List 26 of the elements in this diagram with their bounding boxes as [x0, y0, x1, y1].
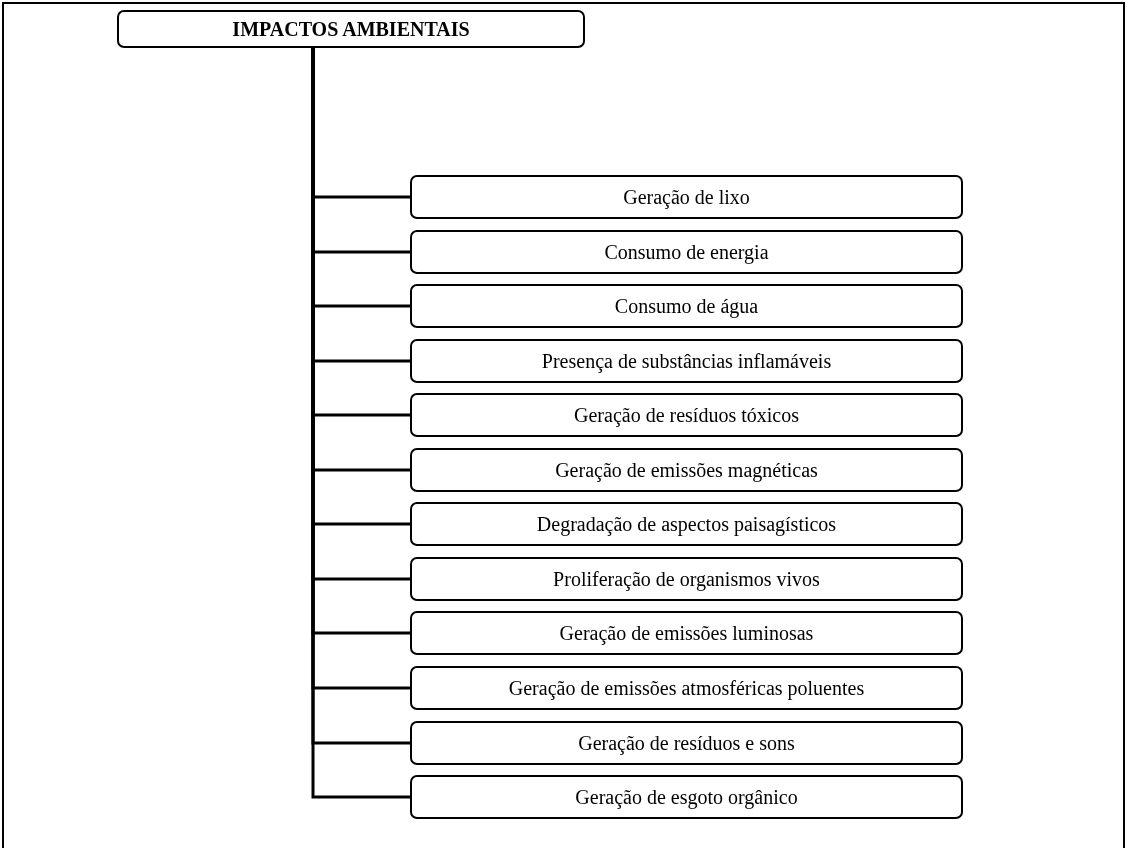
box-label: Geração de emissões atmosféricas poluentes — [508, 676, 865, 700]
category-box — [410, 666, 963, 710]
category-box — [410, 611, 963, 655]
category-box — [410, 448, 963, 492]
box-label: Consumo de energia — [604, 240, 769, 264]
category-box — [410, 230, 963, 274]
category-box — [410, 557, 963, 601]
category-box — [410, 175, 963, 219]
box-label: Geração de resíduos tóxicos — [574, 403, 799, 427]
category-box — [410, 393, 963, 437]
box-label: Consumo de água — [614, 294, 759, 318]
box-label: Geração de resíduos e sons — [578, 731, 795, 755]
box-label: Geração de emissões magnéticas — [555, 458, 818, 482]
category-box — [410, 339, 963, 383]
heading-text: IMPACTOS AMBIENTAIS — [232, 17, 470, 41]
category-box — [410, 502, 963, 546]
category-box — [410, 284, 963, 328]
box-label: Proliferação de organismos vivos — [553, 567, 820, 591]
title-box — [117, 10, 585, 48]
category-box — [410, 775, 963, 819]
box-label: Geração de emissões luminosas — [559, 621, 814, 645]
box-label: Geração de esgoto orgânico — [575, 785, 798, 809]
box-label: Degradação de aspectos paisagísticos — [536, 512, 837, 536]
box-label: Presença de substâncias inflamáveis — [541, 349, 832, 373]
box-label: Geração de lixo — [623, 185, 750, 209]
category-box — [410, 721, 963, 765]
